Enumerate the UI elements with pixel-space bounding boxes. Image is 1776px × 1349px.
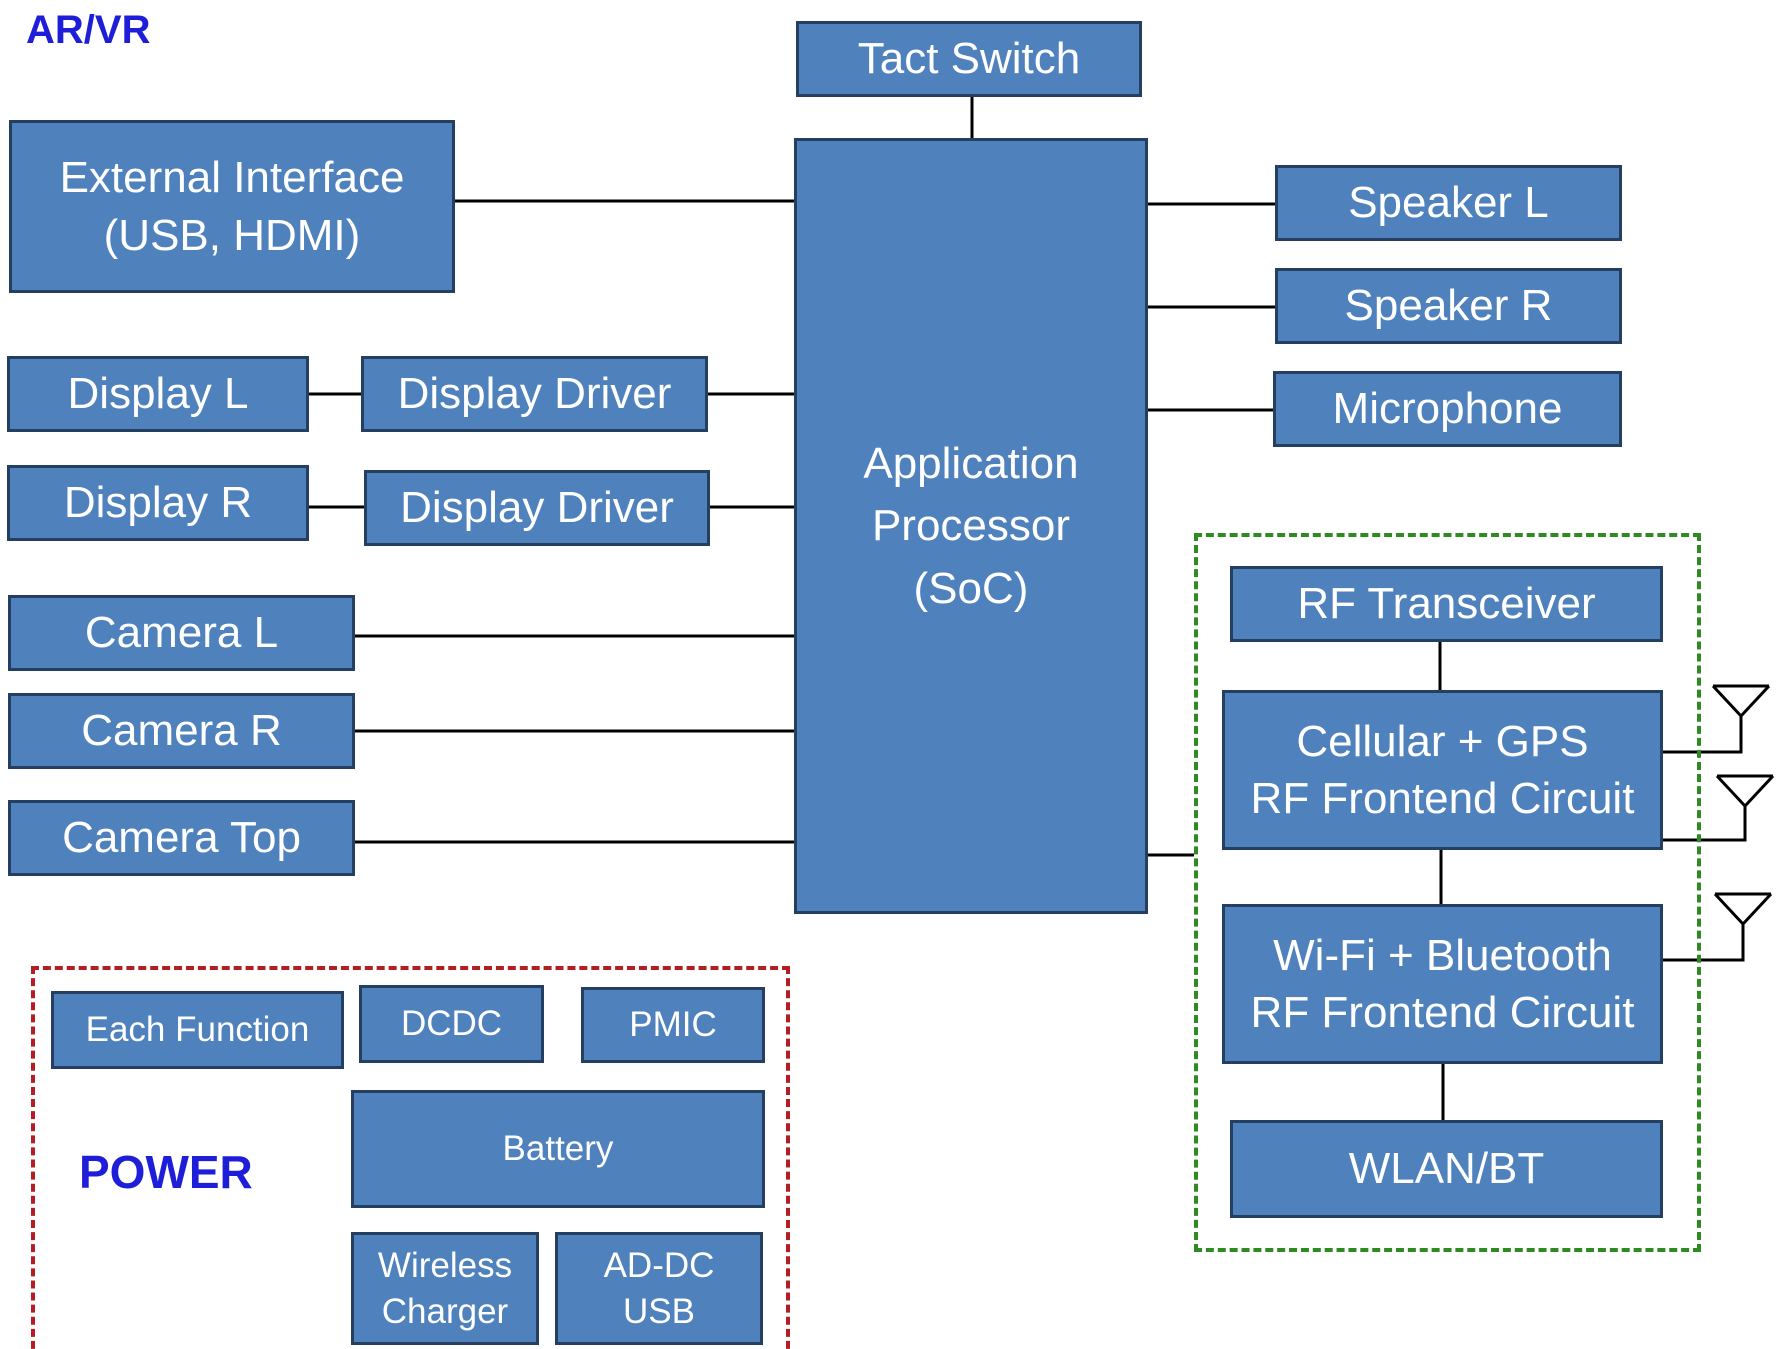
external-interface-block: External Interface (USB, HDMI) <box>9 120 455 293</box>
camera-l-block: Camera L <box>8 595 355 671</box>
dcdc-block: DCDC <box>359 985 544 1063</box>
wlan-bt-block: WLAN/BT <box>1230 1120 1663 1218</box>
display-driver-r-block: Display Driver <box>364 470 710 546</box>
wireless-charger-block: Wireless Charger <box>351 1232 539 1345</box>
diagram-title: AR/VR <box>26 8 151 52</box>
camera-r-block: Camera R <box>8 693 355 769</box>
display-r-block: Display R <box>7 465 309 541</box>
adc-usb-block: AD-DC USB <box>555 1232 763 1345</box>
microphone-block: Microphone <box>1273 371 1622 447</box>
antenna-icon <box>1713 892 1773 926</box>
speaker-l-block: Speaker L <box>1275 165 1622 241</box>
tact-switch-block: Tact Switch <box>796 21 1142 97</box>
power-group <box>31 966 790 1349</box>
battery-block: Battery <box>351 1090 765 1208</box>
wifi-bluetooth-frontend-block: Wi-Fi + Bluetooth RF Frontend Circuit <box>1222 904 1663 1064</box>
display-driver-l-block: Display Driver <box>361 356 708 432</box>
wire-antenna-3 <box>1662 922 1745 962</box>
speaker-r-block: Speaker R <box>1275 268 1622 344</box>
each-function-block: Each Function <box>51 991 344 1069</box>
camera-top-block: Camera Top <box>8 800 355 876</box>
rf-group <box>1194 533 1701 1252</box>
display-l-block: Display L <box>7 356 309 432</box>
antenna-icon <box>1711 684 1771 718</box>
cellular-gps-frontend-block: Cellular + GPS RF Frontend Circuit <box>1222 690 1663 850</box>
wire-antenna-2 <box>1662 804 1747 842</box>
application-processor-block: Application Processor (SoC) <box>794 138 1148 914</box>
power-label: POWER <box>79 1146 253 1198</box>
antenna-icon <box>1715 774 1775 808</box>
wire-antenna-1 <box>1662 714 1743 754</box>
pmic-block: PMIC <box>581 987 765 1063</box>
rf-transceiver-block: RF Transceiver <box>1230 566 1663 642</box>
